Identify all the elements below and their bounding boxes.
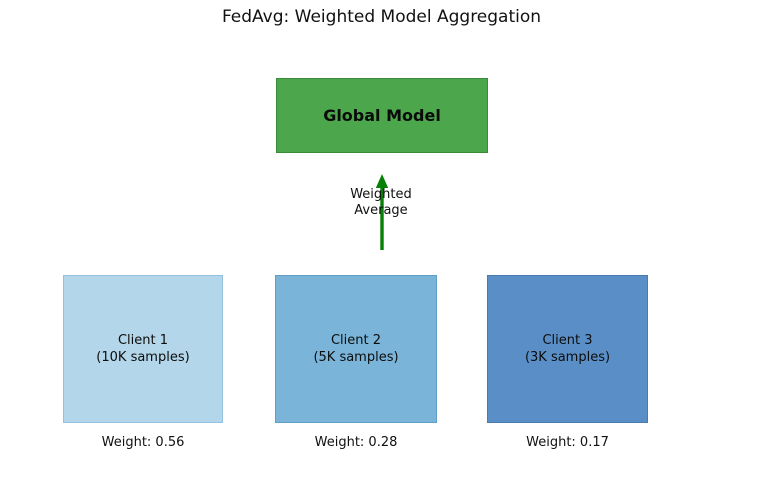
weighted-average-label-line2: Average [354,203,408,218]
weighted-average-label: Weighted Average [301,187,461,219]
client-3-name: Client 3 [542,333,593,348]
client-2-weight: Weight: 0.28 [314,435,398,450]
global-model-label: Global Model [323,106,441,125]
global-model-box: Global Model [276,78,488,153]
arrow-head [375,174,389,188]
client-3-weight: Weight: 0.17 [526,435,609,450]
client-2-name: Client 2 [330,333,382,348]
client-2-samples: (5K samples) [313,350,399,365]
weighted-average-arrow-icon [375,174,389,250]
client-1-samples: (10K samples) [96,350,190,365]
client-2-box: Client 2 (5K samples) [275,275,437,423]
client-1-name: Client 1 [117,333,169,348]
client-1-weight: Weight: 0.56 [101,435,185,450]
weighted-average-label-line1: Weighted [350,187,412,202]
client-1-box: Client 1 (10K samples) [63,275,223,423]
client-3-box: Client 3 (3K samples) [487,275,648,423]
client-3-samples: (3K samples) [524,350,611,365]
arrow-shaft [380,186,384,250]
figure-title: FedAvg: Weighted Model Aggregation [221,7,542,27]
